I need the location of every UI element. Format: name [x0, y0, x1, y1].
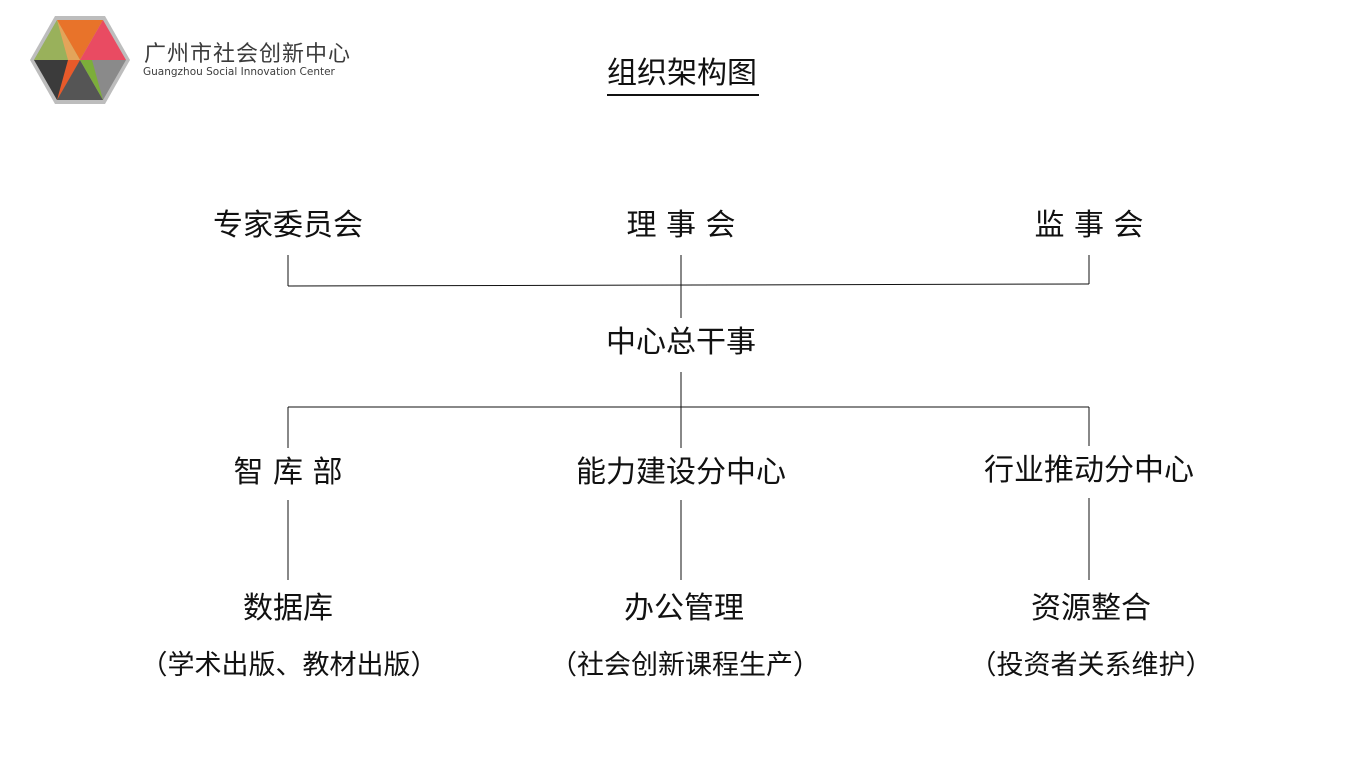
head-node-director: 中心总干事: [501, 325, 861, 361]
board-node-council: 理 事 会: [501, 208, 861, 244]
page-title: 组织架构图: [607, 56, 759, 96]
hexagon-logo-icon: [30, 16, 130, 104]
department-item-database: 数据库: [108, 591, 468, 627]
department-detail-publishing: （学术出版、教材出版）: [140, 650, 438, 681]
department-node-think-tank: 智 库 部: [108, 455, 468, 491]
logo-name-chinese: 广州市社会创新中心: [144, 42, 352, 67]
department-detail-courses: （社会创新课程生产）: [550, 650, 820, 681]
board-node-expert-committee: 专家委员会: [108, 208, 468, 244]
department-node-capacity-building: 能力建设分中心: [501, 455, 861, 491]
department-item-resource-integration: 资源整合: [911, 591, 1271, 627]
logo-name-english: Guangzhou Social Innovation Center: [143, 66, 335, 78]
board-node-supervisory: 监 事 会: [909, 208, 1269, 244]
page-title-wrapper: 组织架构图: [0, 54, 1366, 96]
department-detail-investor-relations: （投资者关系维护）: [969, 650, 1213, 681]
connector-line: [287, 283, 1090, 287]
department-node-industry-promotion: 行业推动分中心: [909, 453, 1269, 489]
department-item-office-management: 办公管理: [504, 591, 864, 627]
